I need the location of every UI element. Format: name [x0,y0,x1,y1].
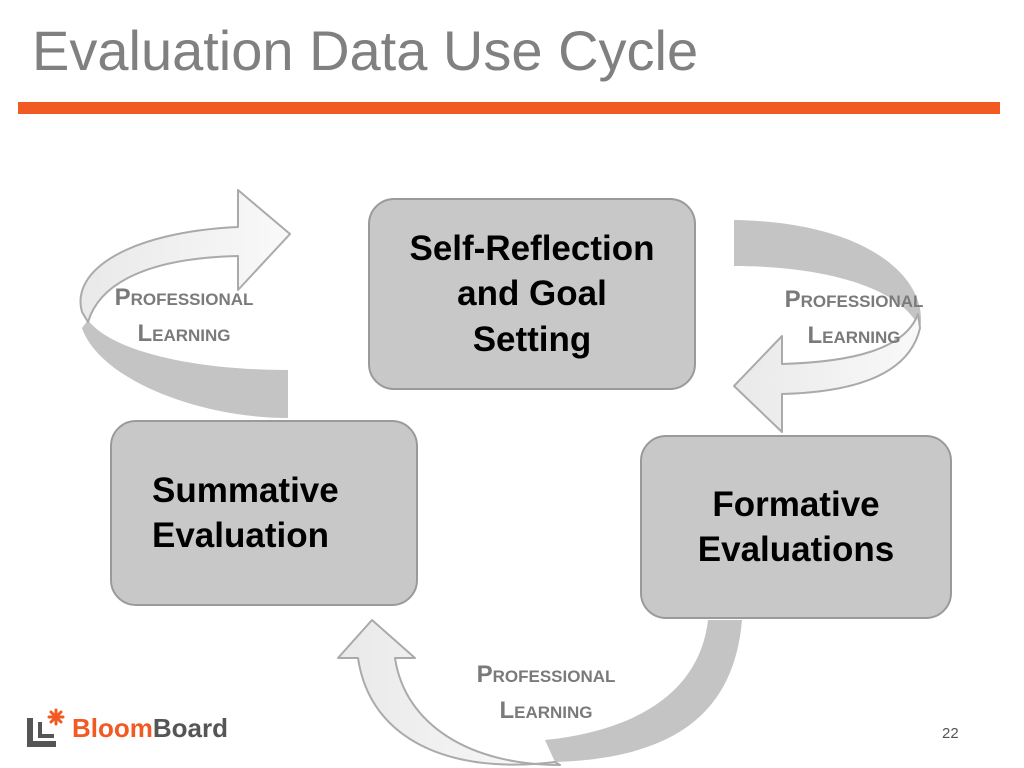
arrow-bottom-front [337,619,561,766]
label-top-right-line1: Professional [784,286,924,313]
node-formative-line2: Evaluations [697,530,895,569]
arrow-right-front [733,313,921,433]
label-bottom-line2: Learning [499,697,593,724]
label-bottom-line1: Professional [476,661,616,688]
bloomboard-logo-text: BloomBoard [72,713,228,744]
arrow-right-back [734,220,922,330]
bloomboard-logo: BloomBoard [26,708,228,748]
logo-text-bloom: Bloom [72,712,153,743]
node-self-reflection-line2: and Goal [457,274,607,314]
page-number: 22 [942,725,959,742]
node-summative-evaluation: Summative Evaluation [110,420,418,606]
node-formative-line1: Formative [712,484,880,524]
node-summative-line1: Summative [152,470,339,510]
label-professional-learning-top-right: Professional Learning [744,282,964,354]
label-top-right-line2: Learning [807,322,901,349]
arrow-left-front [79,189,291,323]
label-top-left-line1: Professional [114,284,254,311]
node-self-reflection-line3: Setting [472,319,592,359]
node-self-reflection-line1: Self-Reflection [409,228,655,268]
node-summative-line2: Evaluation [152,516,329,555]
arrow-bottom-back [545,620,742,762]
label-professional-learning-top-left: Professional Learning [74,280,294,352]
arrow-left-back [82,320,288,418]
slide-title: Evaluation Data Use Cycle [32,19,699,82]
label-professional-learning-bottom: Professional Learning [436,657,656,729]
bloomboard-logo-icon [27,708,65,747]
node-formative-evaluations: Formative Evaluations [640,435,952,619]
logo-text-board: Board [152,712,229,743]
label-top-left-line2: Learning [137,320,231,347]
node-self-reflection: Self-Reflection and Goal Setting [368,198,696,390]
title-underline [18,102,1000,114]
